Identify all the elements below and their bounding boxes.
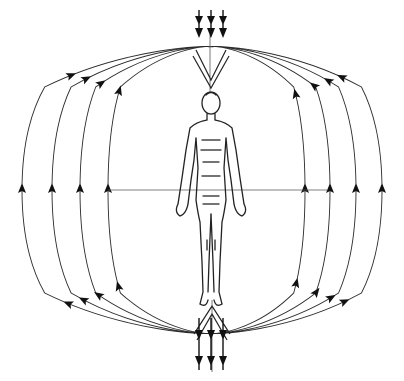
top-axial-arrows — [195, 10, 227, 38]
top-funnel-v — [193, 56, 229, 88]
figure-left-hand — [176, 204, 188, 216]
bottom-axial-arrow-3 — [219, 318, 227, 370]
top-axial-arrow-1 — [195, 10, 203, 38]
top-axial-arrow-3 — [219, 10, 227, 38]
field-arrow-left-4-1 — [114, 84, 124, 96]
figure-inner-leg-left — [208, 214, 211, 292]
figure-right-arm-inner — [226, 138, 234, 204]
figure-feet — [200, 300, 222, 305]
figure-inner-leg-right — [211, 214, 214, 292]
top-funnel — [193, 50, 229, 88]
field-arrow-right-4-3 — [291, 277, 301, 289]
figure-belt-lines — [203, 196, 219, 204]
bottom-axial-arrow-1 — [195, 318, 203, 370]
figure-left-leg — [196, 138, 203, 304]
field-arrow-left-4-3 — [113, 280, 123, 292]
field-arrow-right-3-1 — [307, 79, 320, 91]
figure-head — [202, 92, 220, 114]
field-arrow-left-3-3 — [92, 289, 105, 301]
field-arrow-left-1-1 — [65, 70, 77, 81]
field-arrow-right-1-1 — [335, 71, 347, 82]
field-arrow-left-2-3 — [77, 294, 90, 306]
top-axial-arrow-2 — [207, 10, 215, 38]
field-arrow-right-2-1 — [322, 75, 335, 87]
field-arrow-left-1-3 — [62, 298, 74, 309]
field-arrow-left-3-1 — [95, 77, 108, 89]
top-funnel-inner-v — [196, 50, 226, 80]
figure-torso-lines — [201, 140, 221, 176]
field-arrow-right-1-3 — [339, 296, 351, 307]
figure-neck — [207, 114, 215, 120]
figure-right-hand — [234, 204, 246, 216]
field-arrow-left-2-1 — [80, 73, 93, 85]
figure-knee-marks — [207, 240, 215, 250]
bottom-axial-arrow-2 — [207, 318, 215, 370]
figure-left-arm-inner — [188, 138, 196, 204]
human-figure — [176, 92, 245, 305]
figure-right-leg — [219, 138, 226, 304]
field-arrow-right-4-1 — [290, 88, 300, 100]
field-arrow-right-2-3 — [325, 291, 338, 303]
